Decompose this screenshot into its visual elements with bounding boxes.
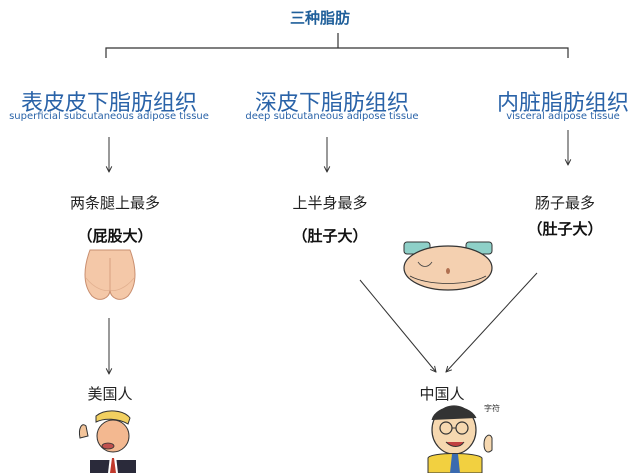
- category-superficial-en: superficial subcutaneous adipose tissue: [9, 111, 209, 122]
- category-deep-en: deep subcutaneous adipose tissue: [245, 111, 419, 122]
- effect-visceral: （肚子大）: [527, 220, 603, 238]
- location-superficial: 两条腿上最多: [69, 194, 160, 212]
- location-deep: 上半身最多: [292, 194, 368, 212]
- category-visceral-en: visceral adipose tissue: [506, 111, 620, 122]
- arrow-deep-to-chinese: [359, 279, 436, 372]
- category-superficial-cn: 表皮皮下脂肪组织: [20, 91, 197, 116]
- belly-illustration: [403, 241, 493, 291]
- category-visceral-cn: 内脏脂肪组织: [496, 91, 629, 116]
- arrow-visceral-to-chinese: [446, 272, 538, 372]
- location-visceral: 肠子最多: [534, 194, 595, 212]
- top-bracket: [105, 47, 569, 58]
- american-caricature: [79, 410, 136, 473]
- diagram-title: 三种脂肪: [289, 9, 350, 27]
- caricature-caption: 字符: [484, 404, 500, 413]
- chinese-caricature: [427, 405, 493, 473]
- buttocks-illustration: [84, 249, 136, 300]
- category-deep-cn: 深皮下脂肪组织: [254, 91, 409, 116]
- label-american: 美国人: [87, 385, 133, 403]
- effect-superficial: （屁股大）: [77, 227, 153, 245]
- label-chinese: 中国人: [419, 385, 465, 403]
- effect-deep: （肚子大）: [292, 227, 368, 245]
